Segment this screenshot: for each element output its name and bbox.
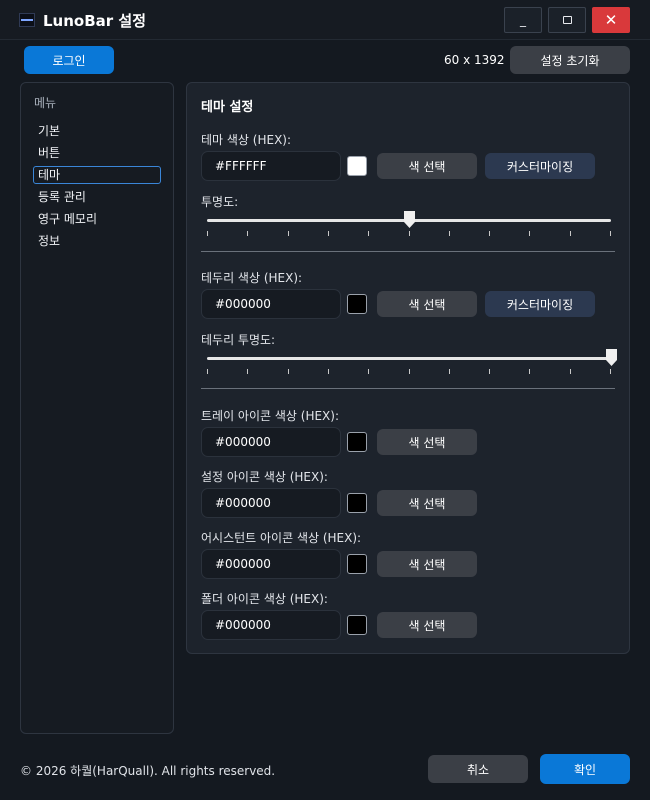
slider-tick (570, 369, 571, 374)
border-customize-button[interactable]: 커스터마이징 (485, 291, 595, 317)
divider (201, 388, 615, 389)
slider-track (207, 357, 611, 360)
folder-icon-color-swatch (347, 615, 367, 635)
slider-tick (247, 231, 248, 236)
sidebar-menu: 메뉴 기본 버튼 테마 등록 관리 영구 메모리 정보 (20, 82, 174, 734)
border-color-swatch (347, 294, 367, 314)
slider-tick (489, 231, 490, 236)
border-color-pick-button[interactable]: 색 선택 (377, 291, 477, 317)
tray-icon-pick-button[interactable]: 색 선택 (377, 429, 477, 455)
settings-icon-pick-button[interactable]: 색 선택 (377, 490, 477, 516)
divider (201, 251, 615, 252)
window-title: LunoBar 설정 (43, 12, 146, 30)
reset-settings-button[interactable]: 설정 초기화 (510, 46, 630, 74)
theme-customize-button[interactable]: 커스터마이징 (485, 153, 595, 179)
sidebar-item-registration[interactable]: 등록 관리 (38, 190, 86, 204)
sidebar-item-buttons[interactable]: 버튼 (38, 146, 61, 160)
slider-tick (489, 369, 490, 374)
slider-tick (409, 369, 410, 374)
slider-tick (449, 231, 450, 236)
theme-color-input[interactable] (201, 151, 341, 181)
assistant-icon-color-input[interactable] (201, 549, 341, 579)
close-icon: ✕ (604, 11, 618, 29)
border-color-input[interactable] (201, 289, 341, 319)
theme-color-swatch (347, 156, 367, 176)
panel-title: 테마 설정 (201, 100, 254, 115)
assistant-icon-color-label: 어시스턴트 아이콘 색상 (HEX): (201, 531, 362, 545)
border-opacity-slider[interactable] (207, 349, 617, 375)
login-button[interactable]: 로그인 (24, 46, 114, 74)
slider-tick (570, 231, 571, 236)
slider-tick (207, 369, 208, 374)
settings-icon-color-label: 설정 아이콘 색상 (HEX): (201, 470, 328, 484)
tray-icon-color-input[interactable] (201, 427, 341, 457)
border-opacity-label: 테두리 투명도: (201, 333, 276, 347)
cancel-button[interactable]: 취소 (428, 755, 528, 783)
folder-icon-color-label: 폴더 아이콘 색상 (HEX): (201, 592, 328, 606)
size-readout: 60 x 1392 (444, 53, 505, 67)
tray-icon-color-swatch (347, 432, 367, 452)
theme-settings-panel: 테마 설정 테마 색상 (HEX): 색 선택 커스터마이징 투명도: 테두리 … (186, 82, 630, 654)
sidebar-title: 메뉴 (34, 96, 57, 110)
slider-tick (328, 369, 329, 374)
sidebar-item-info[interactable]: 정보 (38, 234, 61, 248)
opacity-label: 투명도: (201, 195, 239, 209)
sidebar-item-theme[interactable]: 테마 (33, 166, 161, 184)
border-color-label: 테두리 색상 (HEX): (201, 271, 303, 285)
maximize-icon (562, 16, 572, 24)
maximize-button[interactable] (548, 7, 586, 33)
slider-tick (610, 231, 611, 236)
slider-thumb[interactable] (404, 211, 415, 228)
slider-tick (288, 369, 289, 374)
slider-tick (368, 369, 369, 374)
sidebar-item-permanent-memory[interactable]: 영구 메모리 (38, 212, 98, 226)
tray-icon-color-label: 트레이 아이콘 색상 (HEX): (201, 409, 339, 423)
slider-tick (207, 231, 208, 236)
slider-tick (368, 231, 369, 236)
folder-icon-pick-button[interactable]: 색 선택 (377, 612, 477, 638)
slider-tick (529, 369, 530, 374)
slider-tick (288, 231, 289, 236)
assistant-icon-color-swatch (347, 554, 367, 574)
assistant-icon-pick-button[interactable]: 색 선택 (377, 551, 477, 577)
folder-icon-color-input[interactable] (201, 610, 341, 640)
sidebar-item-basic[interactable]: 기본 (38, 124, 61, 138)
settings-icon-color-input[interactable] (201, 488, 341, 518)
settings-icon-color-swatch (347, 493, 367, 513)
slider-tick (610, 369, 611, 374)
close-button[interactable]: ✕ (592, 7, 630, 33)
opacity-slider[interactable] (207, 211, 611, 237)
minimize-icon: _ (520, 13, 526, 27)
slider-tick (449, 369, 450, 374)
slider-tick (409, 231, 410, 236)
slider-thumb[interactable] (606, 349, 617, 366)
slider-tick (328, 231, 329, 236)
theme-color-label: 테마 색상 (HEX): (201, 133, 292, 147)
copyright-text: © 2026 하퀄(HarQuall). All rights reserved… (20, 764, 276, 778)
theme-color-pick-button[interactable]: 색 선택 (377, 153, 477, 179)
ok-button[interactable]: 확인 (540, 754, 630, 784)
minimize-button[interactable]: _ (504, 7, 542, 33)
slider-tick (529, 231, 530, 236)
app-icon (19, 13, 35, 27)
title-bar: LunoBar 설정 _ ✕ (0, 0, 650, 40)
slider-tick (247, 369, 248, 374)
